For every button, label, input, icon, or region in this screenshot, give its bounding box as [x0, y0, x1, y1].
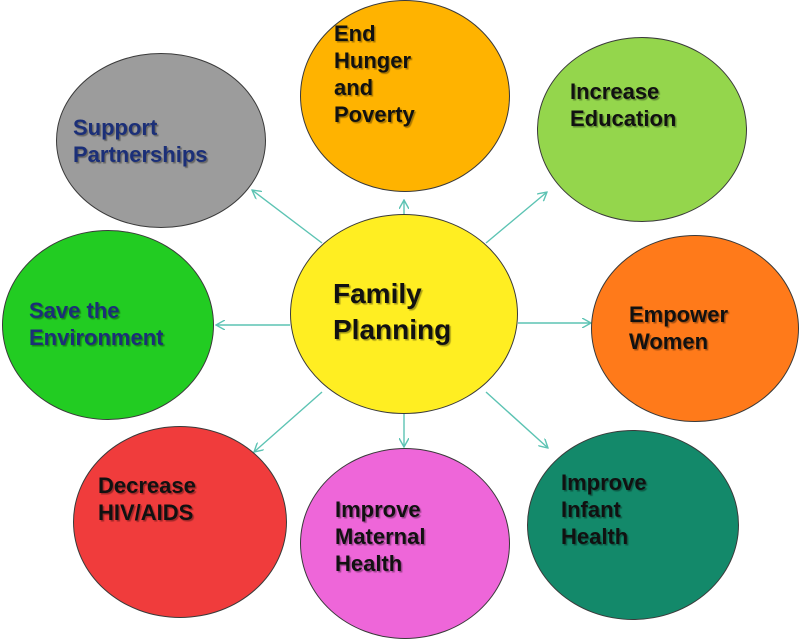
node-decrease-hiv-aids: Decrease HIV/AIDS [73, 426, 287, 618]
label-line: Infant [561, 496, 621, 522]
label-line: Poverty [334, 101, 415, 127]
node-label-save-environment: Save the Environment [29, 297, 163, 351]
label-line: and [334, 74, 374, 100]
node-empower-women: Empower Women [591, 235, 799, 422]
label-line: Empower [629, 301, 729, 327]
node-label-end-hunger-poverty: End Hunger and Poverty [334, 20, 415, 128]
node-label-increase-education: Increase Education [570, 78, 676, 132]
center-label: Family Planning [333, 276, 451, 348]
node-improve-maternal-health: Improve Maternal Health [300, 448, 510, 639]
label-line: Education [570, 105, 677, 131]
label-line: Improve [335, 496, 421, 522]
label-line: Health [335, 550, 403, 576]
label-line: Hunger [334, 47, 411, 73]
label-line: Maternal [335, 523, 426, 549]
label-line: Planning [333, 314, 452, 345]
label-line: Women [629, 328, 709, 354]
node-label-improve-infant-health: Improve Infant Health [561, 469, 647, 550]
node-label-support-partnerships: Support Partnerships [73, 114, 208, 168]
node-save-environment: Save the Environment [2, 230, 214, 420]
node-increase-education: Increase Education [537, 37, 747, 222]
arrow-to-improve-infant-health [485, 391, 548, 448]
node-end-hunger-poverty: End Hunger and Poverty [300, 0, 510, 192]
label-line: Save the [29, 297, 120, 323]
node-support-partnerships: Support Partnerships [56, 53, 266, 228]
arrow-to-increase-education [485, 192, 547, 244]
node-label-improve-maternal-health: Improve Maternal Health [335, 496, 425, 577]
node-label-decrease-hiv-aids: Decrease HIV/AIDS [98, 472, 196, 526]
label-line: Health [561, 523, 629, 549]
label-line: Improve [561, 469, 647, 495]
label-line: Support [73, 114, 158, 140]
label-line: Environment [29, 324, 164, 350]
node-label-empower-women: Empower Women [629, 301, 728, 355]
label-line: Partnerships [73, 141, 208, 167]
label-line: Increase [570, 78, 660, 104]
label-line: End [334, 20, 376, 46]
arrow-to-decrease-hiv-aids [254, 391, 323, 452]
arrow-to-support-partnerships [252, 190, 323, 244]
label-line: Family [333, 278, 422, 309]
node-improve-infant-health: Improve Infant Health [527, 430, 739, 620]
label-line: HIV/AIDS [98, 500, 194, 525]
node-family-planning: Family Planning [290, 214, 518, 414]
label-line: Decrease [98, 473, 196, 498]
